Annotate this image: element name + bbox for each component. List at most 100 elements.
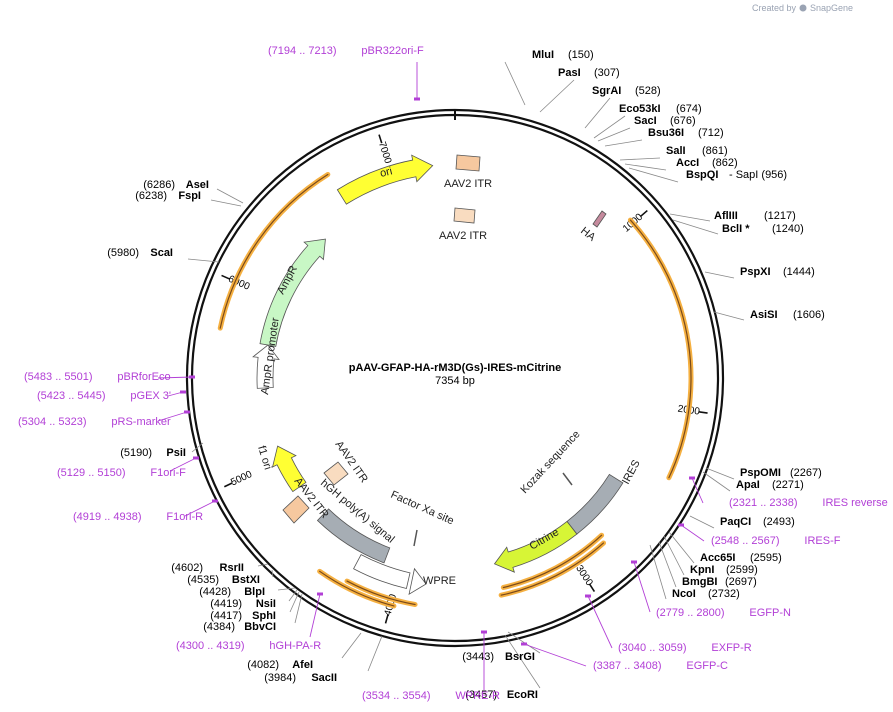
site-name[interactable]: AccI xyxy=(676,157,699,169)
primer-name[interactable]: pBR322ori-F xyxy=(361,45,424,57)
site-name[interactable]: FspI xyxy=(178,190,201,202)
site-leader xyxy=(624,163,667,171)
site-name[interactable]: BbvCI xyxy=(244,621,276,633)
primer-binding-mark xyxy=(414,97,420,101)
primer-leader xyxy=(680,524,705,542)
primer-name[interactable]: IRES-F xyxy=(804,535,840,547)
site-name[interactable]: BstXI xyxy=(232,574,260,586)
site-name[interactable]: SgrAI xyxy=(592,85,621,97)
primer-name[interactable]: WPRE-R xyxy=(455,690,500,702)
site-name[interactable]: PspXI xyxy=(740,266,771,278)
primer-range: (5129 .. 5150) xyxy=(57,467,126,479)
site-name[interactable]: EcoRI xyxy=(507,689,538,701)
primer-name[interactable]: IRES reverse xyxy=(822,497,887,509)
primer-name[interactable]: EGFP-N xyxy=(749,607,791,619)
primer-name[interactable]: hGH-PA-R xyxy=(269,640,321,652)
wpre-box[interactable] xyxy=(353,554,411,589)
primer-binding-mark xyxy=(678,523,684,527)
primer-name[interactable]: pGEX 3' xyxy=(130,390,171,402)
site-name[interactable]: Acc65I xyxy=(700,552,735,564)
site-name[interactable]: BspQI xyxy=(686,169,718,181)
primer-name[interactable]: EGFP-C xyxy=(686,660,728,672)
hgh-polya-box[interactable] xyxy=(316,508,391,564)
primer-name[interactable]: EXFP-R xyxy=(711,642,751,654)
site-name[interactable]: PaqCI xyxy=(720,516,751,528)
orf-arc-lower-1-core xyxy=(502,534,603,589)
site-name[interactable]: BlpI xyxy=(244,586,265,598)
site-name[interactable]: BclI * xyxy=(722,223,750,235)
scale-tick-7000 xyxy=(378,134,383,144)
site-name[interactable]: Bsu36I xyxy=(648,127,684,139)
primer-name[interactable]: pBRforEco xyxy=(117,371,170,383)
features xyxy=(217,154,694,609)
site-name[interactable]: PsiI xyxy=(166,447,186,459)
site-position: (4602) xyxy=(171,562,203,574)
site-name[interactable]: PspOMI xyxy=(740,467,781,479)
primer-name[interactable]: pRS-marker xyxy=(111,416,171,428)
site-leader xyxy=(689,515,715,529)
site-leader xyxy=(705,467,735,480)
ha-tag-mark[interactable] xyxy=(592,210,607,228)
orf-arc-lower-2-core xyxy=(500,542,605,596)
site-leader xyxy=(669,213,711,222)
primer-binding-mark xyxy=(212,499,218,503)
ori-label: ori xyxy=(379,165,394,180)
site-name[interactable]: ScaI xyxy=(150,247,173,259)
site-name[interactable]: BsrGI xyxy=(505,651,535,663)
primer-leader xyxy=(633,561,651,613)
ampr-arrow[interactable] xyxy=(259,238,326,347)
site-position: (2267) xyxy=(790,467,822,479)
site-name[interactable]: KpnI xyxy=(690,564,714,576)
primer-leader xyxy=(157,376,193,379)
primer-name[interactable]: F1ori-F xyxy=(150,467,186,479)
itr-top-b-box[interactable] xyxy=(453,207,476,224)
itr-bot-b-box[interactable] xyxy=(282,495,310,524)
ampr-promoter-arrow[interactable] xyxy=(252,344,280,389)
site-name[interactable]: AsiSI xyxy=(750,309,778,321)
site-name[interactable]: SacI xyxy=(634,115,657,127)
site-name[interactable]: SalI xyxy=(666,145,686,157)
ires-label: IRES xyxy=(620,458,643,486)
kozak-mark xyxy=(562,472,573,486)
site-position: (4428) xyxy=(199,586,231,598)
site-name[interactable]: ApaI xyxy=(736,479,760,491)
primer-name[interactable]: F1ori-R xyxy=(166,511,203,523)
site-leader xyxy=(704,271,735,279)
ori-arrow[interactable] xyxy=(336,154,434,205)
ires-box[interactable] xyxy=(566,473,624,535)
site-name[interactable]: PasI xyxy=(558,67,581,79)
site-name[interactable]: BmgBI xyxy=(682,576,717,588)
scale-tick-4000 xyxy=(384,614,389,624)
site-position: (4384) xyxy=(203,621,235,633)
wpre-arrowhead xyxy=(408,567,427,595)
orf-arc-left-core xyxy=(219,173,329,329)
site-name[interactable]: MluI xyxy=(532,49,554,61)
site-position: (3443) xyxy=(462,651,494,663)
site-position: (861) xyxy=(702,145,728,157)
scale-tick-1000 xyxy=(640,209,648,218)
primer-leader xyxy=(691,477,704,504)
site-leader xyxy=(504,61,526,106)
site-name[interactable]: AfeI xyxy=(292,659,313,671)
site-leader xyxy=(257,563,269,567)
itr-bot-a-box[interactable] xyxy=(323,461,349,486)
primer-markers xyxy=(157,62,705,690)
itr-top-a-box[interactable] xyxy=(455,154,481,172)
site-leader xyxy=(628,167,679,183)
citrine-arrow[interactable] xyxy=(493,520,578,573)
site-leader xyxy=(702,471,731,492)
snapgene-credit: Created by SnapGene xyxy=(752,3,853,13)
site-name[interactable]: NsiI xyxy=(256,598,276,610)
site-name[interactable]: Eco53kI xyxy=(619,103,661,115)
site-name[interactable]: NcoI xyxy=(672,588,696,600)
f1-ori-arrow[interactable] xyxy=(271,445,307,493)
factor-xa-label: Factor Xa site xyxy=(389,489,456,528)
site-name[interactable]: AseI xyxy=(186,179,209,191)
site-name[interactable]: AflIII xyxy=(714,210,738,222)
credit-prefix: Created by xyxy=(752,3,797,13)
site-name[interactable]: SacII xyxy=(311,672,337,684)
site-name[interactable]: SphI xyxy=(252,610,276,622)
site-leader xyxy=(504,634,541,689)
site-name[interactable]: RsrII xyxy=(220,562,244,574)
primer-range: (2321 .. 2338) xyxy=(729,497,798,509)
